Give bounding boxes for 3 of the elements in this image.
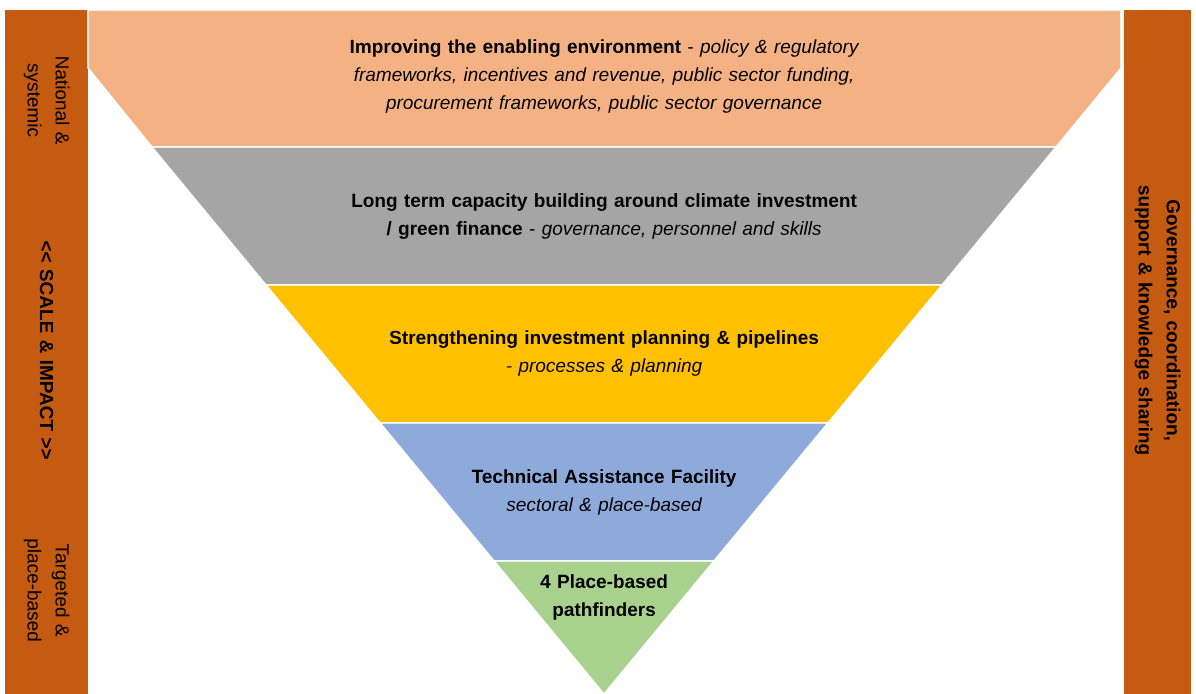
side-bar: Governance, coordination, support & knowledge sharing	[1124, 10, 1191, 694]
pyramid-layer: Improving the enabling environment - policy & regulatory frameworks, incentives and revenue, public sector funding, procurement frameworks, public sector governance	[87, 9, 1122, 148]
side-bar: National & systemic << SCALE & IMPACT >> Targeted & place-based	[5, 10, 88, 694]
